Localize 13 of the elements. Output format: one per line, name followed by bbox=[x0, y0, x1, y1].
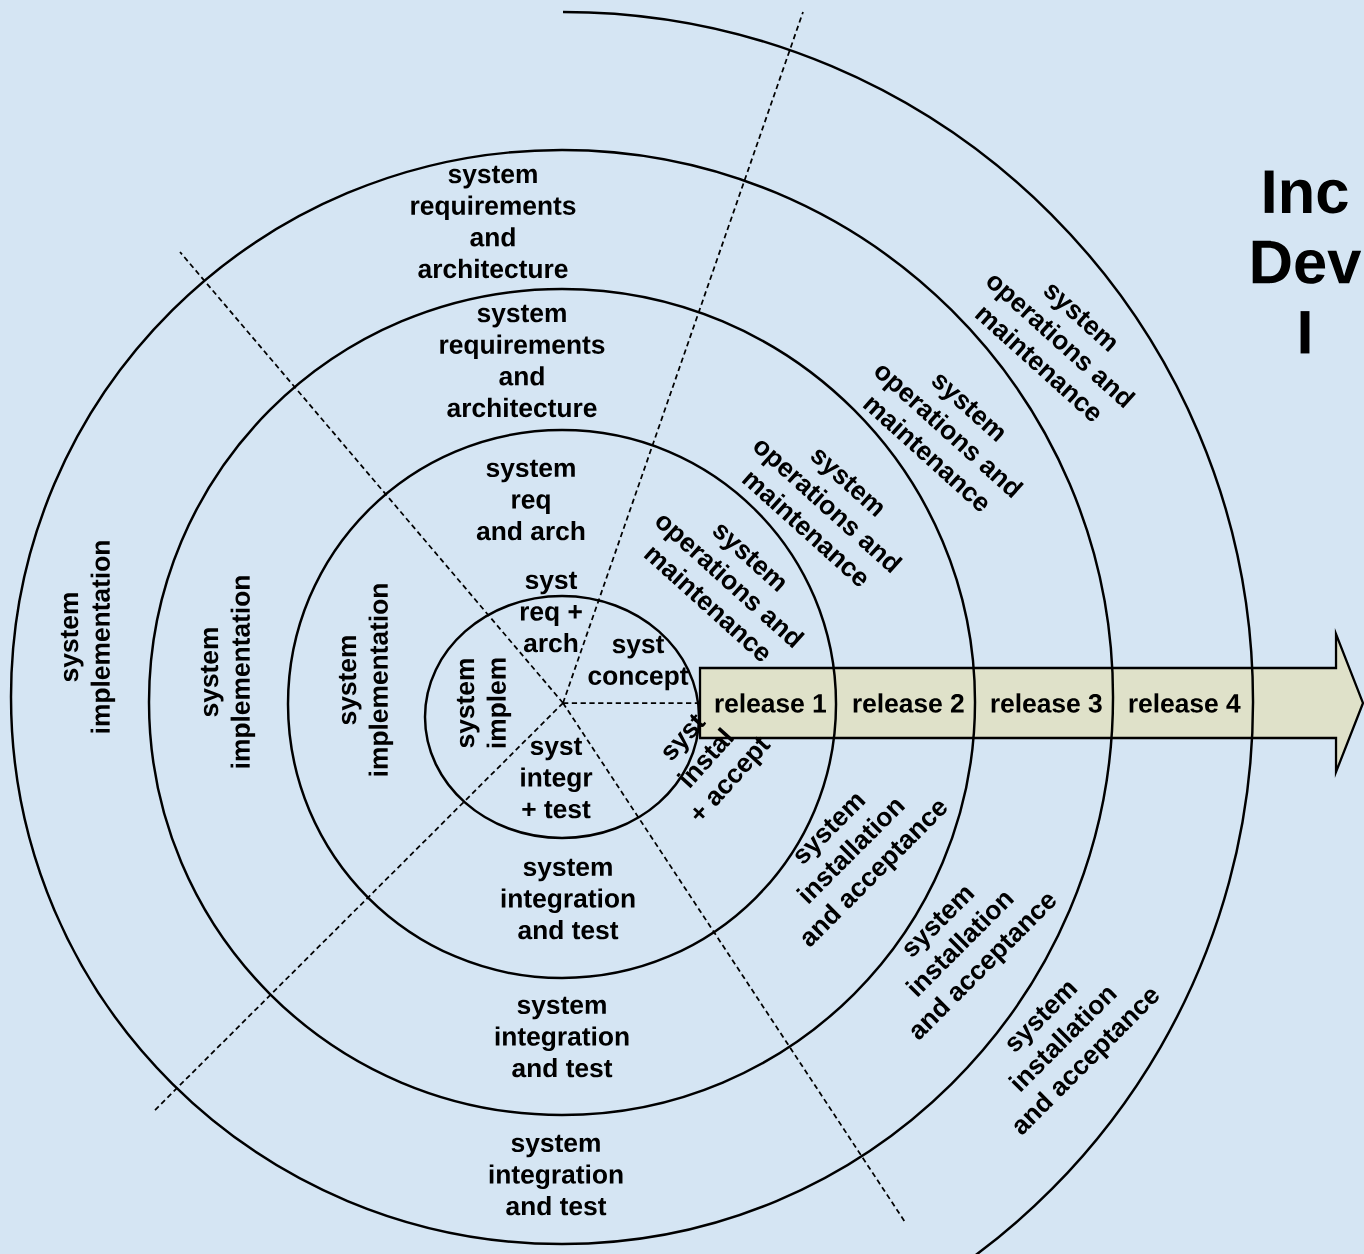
ring-label: system integration and test bbox=[495, 996, 629, 1078]
ring-label: syst integr + test bbox=[521, 737, 593, 819]
ring-label: system requirements and architecture bbox=[440, 304, 605, 418]
title: Inc Dev I bbox=[1252, 170, 1362, 354]
ring-label: system implem bbox=[456, 658, 512, 748]
ring-label: system req and arch bbox=[476, 459, 585, 541]
ring-label: system implementation bbox=[60, 541, 116, 733]
ring-label: system requirements and architecture bbox=[411, 165, 576, 279]
ring-label: system implementation bbox=[338, 584, 394, 776]
ring-label: system implementation bbox=[200, 576, 256, 768]
ring-label: syst req + arch bbox=[520, 571, 582, 653]
ring-label: system integration and test bbox=[501, 858, 635, 940]
ring-label: system integration and test bbox=[489, 1134, 623, 1216]
